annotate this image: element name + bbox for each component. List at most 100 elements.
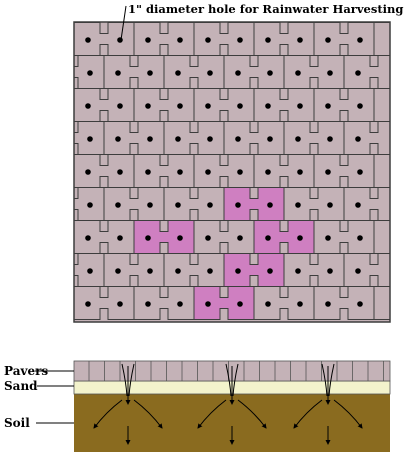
drainage-hole: [85, 37, 91, 43]
drainage-hole: [87, 268, 93, 274]
paver: [74, 154, 75, 188]
drainage-hole: [205, 301, 211, 307]
drainage-hole: [207, 136, 213, 142]
drainage-hole: [297, 235, 303, 241]
drainage-hole: [87, 136, 93, 142]
flow-line-in: [225, 363, 232, 397]
drainage-hole: [355, 268, 361, 274]
paver: [74, 286, 75, 320]
drainage-hole: [295, 70, 301, 76]
drainage-hole: [327, 70, 333, 76]
drainage-hole: [237, 37, 243, 43]
water-flow-arrows: [93, 363, 363, 445]
drainage-hole: [295, 202, 301, 208]
drainage-hole: [207, 268, 213, 274]
drainage-hole: [355, 70, 361, 76]
paver: [74, 220, 75, 254]
drainage-hole: [87, 202, 93, 208]
drainage-hole: [117, 169, 123, 175]
drainage-hole: [177, 103, 183, 109]
drainage-hole: [357, 169, 363, 175]
drainage-hole: [145, 301, 151, 307]
paver-grid: [74, 22, 390, 320]
drainage-hole: [325, 235, 331, 241]
pavers-label: Pavers: [4, 364, 48, 378]
drainage-hole: [327, 268, 333, 274]
paver: [74, 88, 75, 122]
drainage-hole: [265, 301, 271, 307]
drainage-hole: [177, 235, 183, 241]
drainage-hole: [145, 37, 151, 43]
drainage-hole: [325, 301, 331, 307]
drainage-hole: [355, 136, 361, 142]
hole-callout: 1" diameter hole for Rainwater Harvestin…: [120, 2, 403, 41]
drainage-hole: [295, 136, 301, 142]
drainage-hole: [235, 136, 241, 142]
drainage-hole: [175, 136, 181, 142]
drainage-hole: [205, 103, 211, 109]
drainage-hole: [357, 103, 363, 109]
soil-label: Soil: [4, 416, 30, 430]
paver: [373, 22, 390, 56]
drainage-hole: [237, 301, 243, 307]
drainage-hole: [175, 268, 181, 274]
flow-arrow-right: [133, 399, 163, 429]
drainage-hole: [205, 235, 211, 241]
drainage-hole: [357, 235, 363, 241]
drainage-hole: [117, 103, 123, 109]
drainage-hole: [85, 235, 91, 241]
drainage-hole: [85, 169, 91, 175]
paver: [373, 220, 390, 254]
callout-leader-line: [120, 5, 127, 41]
paver-top-view: [73, 21, 391, 323]
drainage-hole: [355, 202, 361, 208]
drainage-hole: [267, 70, 273, 76]
drainage-hole: [115, 136, 121, 142]
drainage-hole: [145, 169, 151, 175]
drainage-hole: [147, 268, 153, 274]
paver: [373, 154, 390, 188]
drainage-hole: [325, 103, 331, 109]
drainage-hole: [117, 37, 123, 43]
drainage-hole: [207, 70, 213, 76]
flow-arrow-left: [293, 399, 323, 429]
drainage-hole: [117, 301, 123, 307]
drainage-hole: [87, 70, 93, 76]
drainage-hole: [205, 37, 211, 43]
drainage-hole: [325, 169, 331, 175]
flow-arrow-left: [93, 399, 123, 429]
flow-line-in: [321, 363, 328, 397]
flow-line-in: [232, 363, 239, 397]
flow-line-in: [328, 363, 335, 397]
drainage-hole: [147, 202, 153, 208]
cross-section: Pavers Sand Soil: [4, 360, 391, 452]
drainage-hole: [265, 103, 271, 109]
drainage-hole: [265, 169, 271, 175]
drainage-hole: [115, 202, 121, 208]
flow-arrow-right: [237, 399, 267, 429]
paver: [373, 88, 390, 122]
drainage-hole: [177, 169, 183, 175]
drainage-hole: [267, 202, 273, 208]
drainage-hole: [297, 37, 303, 43]
paver: [74, 22, 75, 56]
drainage-hole: [235, 202, 241, 208]
drainage-hole: [325, 37, 331, 43]
drainage-hole: [145, 235, 151, 241]
drainage-hole: [267, 136, 273, 142]
drainage-hole: [235, 268, 241, 274]
drainage-hole: [177, 37, 183, 43]
flow-line-in: [121, 363, 128, 397]
drainage-hole: [85, 103, 91, 109]
flow-arrow-left: [197, 399, 227, 429]
hole-label: 1" diameter hole for Rainwater Harvestin…: [128, 2, 403, 16]
paver: [373, 286, 390, 320]
drainage-hole: [147, 136, 153, 142]
drainage-hole: [117, 235, 123, 241]
drainage-hole: [327, 202, 333, 208]
drainage-hole: [297, 169, 303, 175]
flow-line-in: [128, 363, 135, 397]
drainage-hole: [207, 202, 213, 208]
drainage-hole: [177, 301, 183, 307]
